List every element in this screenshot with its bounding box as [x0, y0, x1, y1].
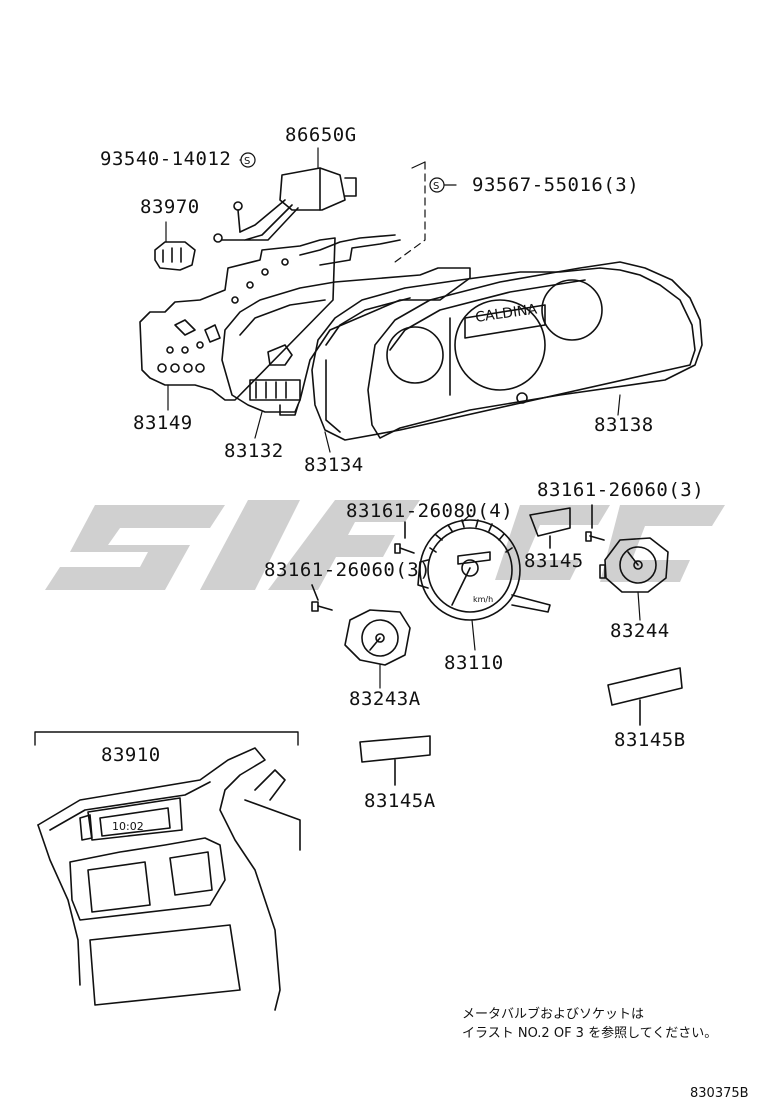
- label-83138: 83138: [594, 414, 654, 436]
- svg-text:S: S: [433, 181, 439, 192]
- diagram-reference-number: 830375B: [690, 1086, 749, 1101]
- label-83910: 83910: [101, 744, 161, 766]
- label-83243A: 83243A: [349, 688, 421, 710]
- screw-83161-26060-right: [585, 504, 605, 542]
- label-93540-14012: 93540-14012: [100, 148, 232, 170]
- svg-text:S: S: [244, 156, 250, 167]
- clock-dashboard-83910: [37, 747, 301, 1011]
- note-line-2: イラスト NO.2 OF 3 を参照してください。: [462, 1025, 718, 1041]
- label-83145B: 83145B: [614, 729, 686, 751]
- fuel-gauge-83243A: [344, 609, 411, 666]
- combination-meter-glass-83138: [367, 261, 703, 439]
- label-83110: 83110: [444, 652, 504, 674]
- resistor-assembly-86650G: [213, 167, 357, 243]
- meter-case-83132: [221, 234, 471, 416]
- note-line-1: メータバルブおよびソケットは: [462, 1007, 645, 1022]
- label-83161-26060-right: 83161-26060(3): [537, 479, 705, 501]
- temperature-gauge-83244: [599, 537, 669, 593]
- label-86650G: 86650G: [285, 124, 357, 146]
- inset-bracket: [34, 731, 299, 746]
- clock-display-text: 10:02: [112, 820, 144, 833]
- plate-83145: [529, 507, 571, 549]
- speedometer-unit: km/h: [473, 595, 493, 604]
- watermark-logo: [45, 500, 725, 590]
- lens-frame-83134: [311, 267, 696, 441]
- plate-83145B: [607, 667, 683, 726]
- bulb-socket-note: メータバルブおよびソケットは イラスト NO.2 OF 3 を参照してください。: [462, 1006, 717, 1044]
- label-83244: 83244: [610, 620, 670, 642]
- label-83132: 83132: [224, 440, 284, 462]
- leader-lines: [165, 147, 641, 689]
- label-83970: 83970: [140, 196, 200, 218]
- label-83161-26080: 83161-26080(4): [346, 500, 514, 522]
- connector-83970: [154, 241, 196, 271]
- label-93567-55016: 93567-55016(3): [472, 174, 640, 196]
- label-83145: 83145: [524, 550, 584, 572]
- screw-83161-26060-left: [311, 584, 333, 612]
- screw-symbol-left: S: [240, 152, 256, 168]
- screw-symbol-right: S: [429, 177, 445, 193]
- label-83161-26060-left: 83161-26060(3): [264, 559, 432, 581]
- label-83134: 83134: [304, 454, 364, 476]
- dashed-leader: [394, 161, 426, 263]
- label-83145A: 83145A: [364, 790, 436, 812]
- printed-circuit-plate-83149: [139, 237, 336, 401]
- panel-model-text: CALDINA: [474, 301, 538, 326]
- speedometer-83110: [417, 519, 551, 621]
- label-83149: 83149: [133, 412, 193, 434]
- plate-83145A: [359, 735, 431, 786]
- screw-83161-26080: [394, 521, 415, 554]
